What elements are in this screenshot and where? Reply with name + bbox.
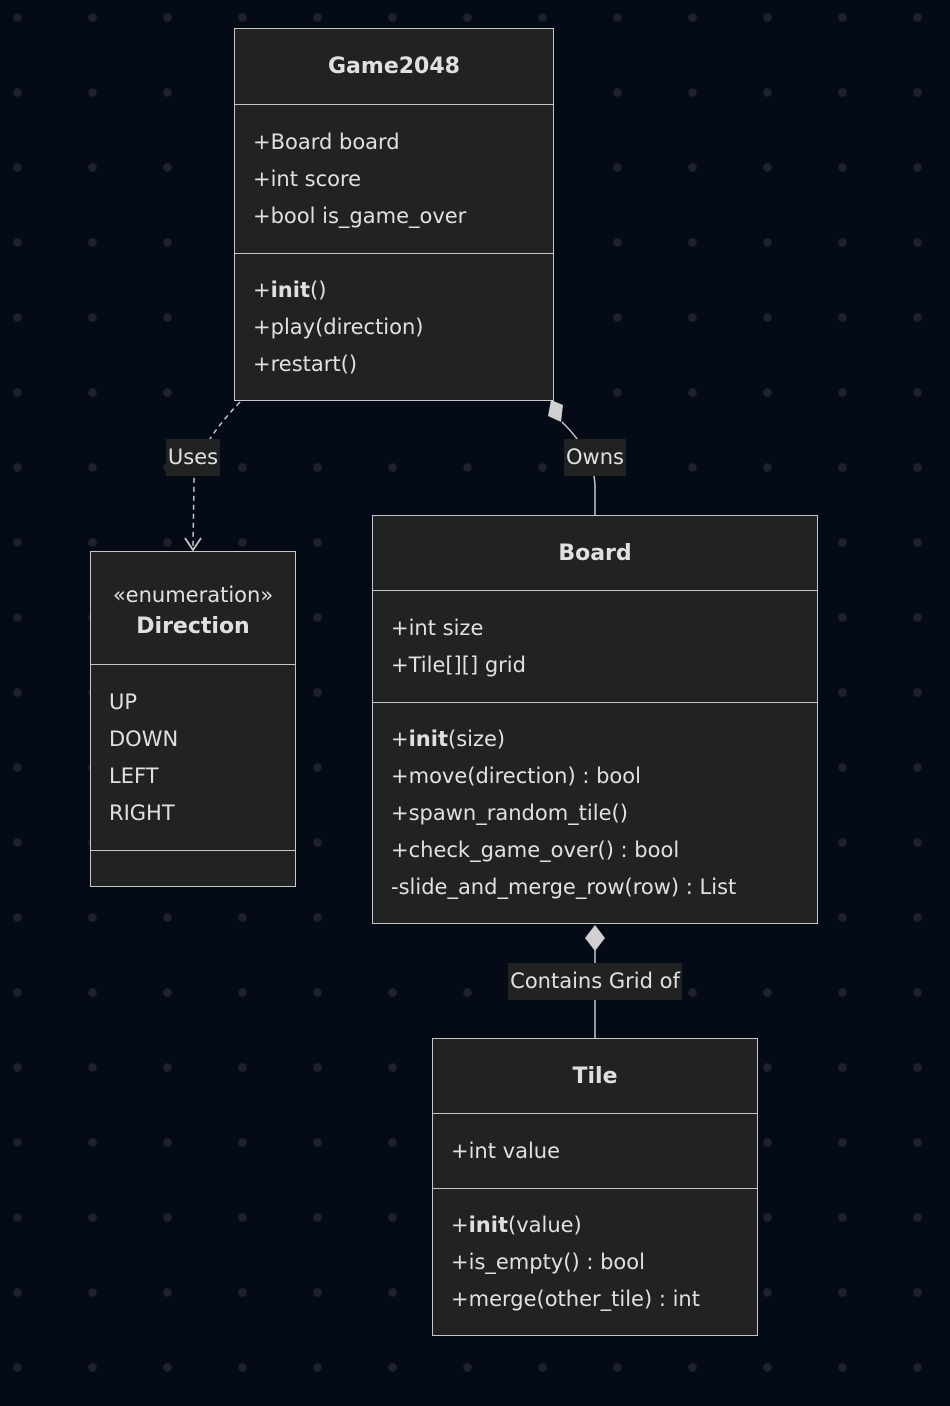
uses-label: Uses [165, 439, 221, 476]
class-title: Board [373, 516, 817, 591]
class-game2048[interactable]: Game2048 +Board board +int score +bool i… [234, 28, 554, 401]
stereotype: «enumeration» [112, 583, 274, 607]
attributes-section: +Board board +int score +bool is_game_ov… [235, 105, 553, 254]
attribute: +Board board [253, 129, 400, 154]
attribute: +int size [391, 615, 484, 640]
method: +merge(other_tile) : int [451, 1286, 700, 1311]
method: +play(direction) [253, 314, 424, 339]
enum-value: RIGHT [109, 800, 175, 825]
method: +restart() [253, 351, 358, 376]
attribute: +Tile[][] grid [391, 652, 526, 677]
uses-arrowhead [184, 537, 202, 552]
method: -slide_and_merge_row(row) : List [391, 874, 737, 899]
method: +spawn_random_tile() [391, 800, 628, 825]
method: +init() [253, 277, 327, 302]
class-direction[interactable]: «enumeration» Direction UP DOWN LEFT RIG… [90, 551, 296, 887]
class-title: Tile [433, 1039, 757, 1114]
method: +init(value) [451, 1212, 582, 1237]
method: +move(direction) : bool [391, 763, 641, 788]
attributes-section: +int size +Tile[][] grid [373, 591, 817, 703]
class-board[interactable]: Board +int size +Tile[][] grid +init(siz… [372, 515, 818, 924]
contains-label: Contains Grid of [508, 963, 682, 1000]
enum-value: LEFT [109, 763, 159, 788]
method: +check_game_over() : bool [391, 837, 680, 862]
method: +init(size) [391, 726, 506, 751]
enum-value: DOWN [109, 726, 179, 751]
class-title: Game2048 [235, 29, 553, 105]
methods-section: +init() +play(direction) +restart() [235, 254, 553, 400]
class-name: Direction [136, 614, 250, 639]
attributes-section: +int value [433, 1114, 757, 1189]
attribute: +bool is_game_over [253, 203, 467, 228]
contains-diamond [585, 925, 605, 951]
methods-section [91, 851, 295, 886]
owns-diamond [548, 400, 563, 422]
method: +is_empty() : bool [451, 1249, 645, 1274]
methods-section: +init(value) +is_empty() : bool +merge(o… [433, 1189, 757, 1335]
class-tile[interactable]: Tile +int value +init(value) +is_empty()… [432, 1038, 758, 1336]
class-title: «enumeration» Direction [91, 552, 295, 665]
methods-section: +init(size) +move(direction) : bool +spa… [373, 703, 817, 923]
enum-value: UP [109, 689, 138, 714]
values-section: UP DOWN LEFT RIGHT [91, 665, 295, 851]
attribute: +int score [253, 166, 362, 191]
attribute: +int value [451, 1138, 561, 1163]
owns-label: Owns [564, 439, 626, 476]
